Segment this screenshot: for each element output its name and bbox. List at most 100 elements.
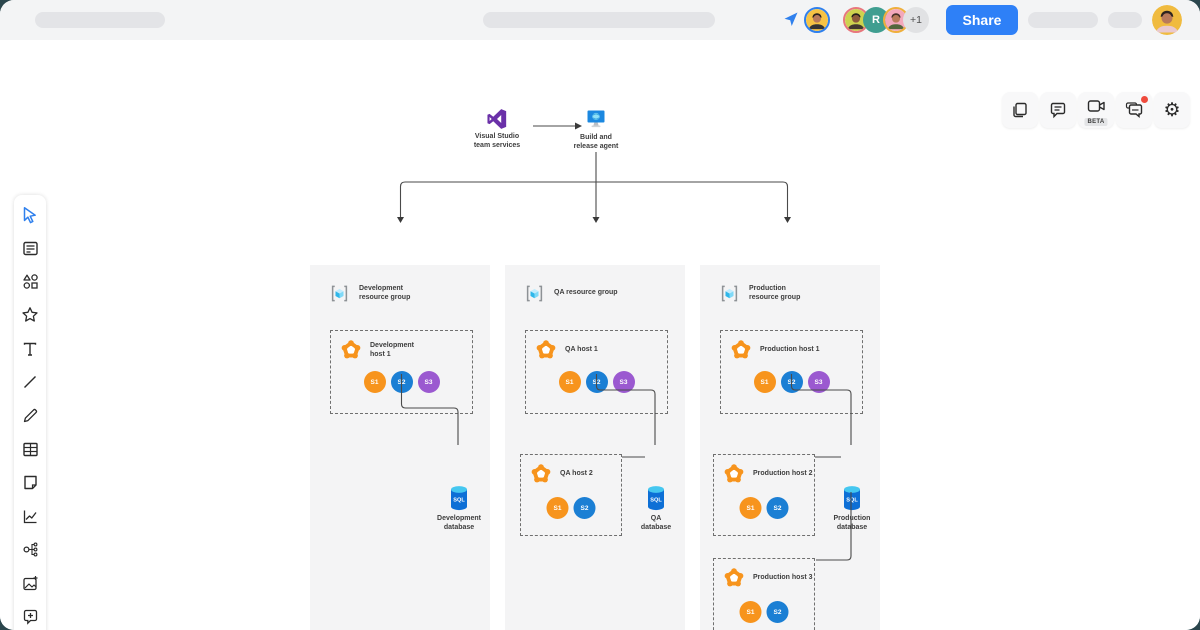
table-tool[interactable] — [17, 436, 43, 462]
sql-database-icon[interactable]: SQL — [646, 485, 666, 512]
resource-group-label: QA resource group — [554, 289, 618, 297]
star-icon — [22, 307, 38, 322]
service-row: S1 S2 S3 — [753, 371, 830, 393]
menu-placeholder-small — [1108, 12, 1142, 28]
service-circle[interactable]: S1 — [739, 601, 762, 623]
host-header: QA host 2 — [530, 462, 593, 486]
host-header: Production host 2 — [723, 462, 813, 486]
templates-tool[interactable] — [17, 235, 43, 261]
visual-studio-label: Visual Studio team services — [473, 133, 521, 150]
service-circle[interactable]: S2 — [585, 371, 608, 393]
collaborator-initial: R — [872, 14, 880, 26]
pen-tool[interactable] — [17, 403, 43, 429]
service-circle[interactable]: S3 — [612, 371, 635, 393]
document-tool[interactable] — [17, 470, 43, 496]
service-circle[interactable]: S1 — [363, 371, 386, 393]
host-label: Production host 1 — [760, 346, 820, 354]
service-circle[interactable]: S2 — [573, 497, 596, 519]
avatar[interactable] — [804, 7, 830, 33]
sql-badge: SQL — [453, 498, 465, 504]
share-button[interactable]: Share — [946, 5, 1018, 35]
current-user-avatar[interactable] — [1152, 5, 1182, 35]
comments-button[interactable] — [1040, 92, 1076, 128]
service-fabric-icon — [723, 567, 745, 589]
comment-add-tool[interactable] — [17, 604, 43, 630]
sql-database-icon[interactable]: SQL — [842, 485, 862, 512]
frames-button[interactable] — [1002, 92, 1038, 128]
service-circle[interactable]: S2 — [766, 601, 789, 623]
settings-button[interactable]: ⚙ — [1154, 92, 1190, 128]
service-row: S1 S2 — [739, 601, 789, 623]
visual-studio-icon[interactable] — [486, 108, 508, 130]
service-fabric-icon — [723, 463, 745, 485]
comment-add-icon — [23, 609, 37, 625]
frame-development-resource-group[interactable]: Development resource group Development h… — [310, 265, 490, 630]
service-fabric-icon — [340, 339, 362, 361]
service-circle[interactable]: S1 — [753, 371, 776, 393]
host-box-production-3[interactable]: Production host 3 S1 S2 — [713, 558, 815, 630]
collaborator-cursor-icon — [784, 12, 798, 26]
host-label: QA host 2 — [560, 470, 593, 478]
service-row: S1 S2 S3 — [363, 371, 440, 393]
image-upload-icon — [22, 575, 37, 590]
host-box-production-1[interactable]: Production host 1 S1 S2 S3 — [720, 330, 863, 414]
board-tools: BETA ⚙ — [1002, 92, 1190, 128]
service-row: S1 S2 S3 — [558, 371, 635, 393]
toolbar-placeholder — [483, 12, 715, 28]
mindmap-icon — [22, 542, 37, 557]
shapes-tool[interactable] — [17, 269, 43, 295]
service-circle[interactable]: S3 — [807, 371, 830, 393]
host-header: QA host 1 — [535, 338, 598, 362]
host-box-qa-1[interactable]: QA host 1 S1 S2 S3 — [525, 330, 668, 414]
build-agent-icon[interactable] — [585, 108, 607, 130]
resource-group-header: QA resource group — [524, 280, 618, 306]
chart-tool[interactable] — [17, 503, 43, 529]
service-circle[interactable]: S3 — [417, 371, 440, 393]
resource-group-icon — [524, 283, 545, 304]
text-tool[interactable] — [17, 336, 43, 362]
frame-production-resource-group[interactable]: Production resource group Production hos… — [700, 265, 880, 630]
build-agent-label: Build and release agent — [573, 134, 619, 151]
table-icon — [22, 442, 38, 456]
select-tool[interactable] — [17, 202, 43, 228]
line-tool[interactable] — [17, 369, 43, 395]
resource-group-header: Development resource group — [329, 280, 410, 306]
sql-database-icon[interactable]: SQL — [449, 485, 469, 512]
service-circle[interactable]: S2 — [766, 497, 789, 519]
chat-button[interactable] — [1116, 92, 1152, 128]
service-circle[interactable]: S1 — [739, 497, 762, 519]
video-call-button[interactable]: BETA — [1078, 92, 1114, 128]
host-label: Production host 3 — [753, 574, 813, 582]
host-box-production-2[interactable]: Production host 2 S1 S2 — [713, 454, 815, 536]
resource-group-label: Development resource group — [359, 284, 411, 301]
arrowhead — [575, 122, 582, 130]
service-fabric-icon — [530, 463, 552, 485]
host-label: QA host 1 — [565, 346, 598, 354]
sql-badge: SQL — [846, 498, 858, 504]
document-icon — [23, 475, 37, 490]
service-circle[interactable]: S1 — [546, 497, 569, 519]
avatar-overflow-badge[interactable]: +1 — [903, 7, 929, 33]
frames-icon — [1013, 102, 1027, 118]
host-header: Production host 3 — [723, 566, 813, 590]
service-fabric-icon — [535, 339, 557, 361]
database-label: Production database — [833, 515, 871, 532]
avatar[interactable] — [883, 7, 909, 33]
service-circle[interactable]: S2 — [390, 371, 413, 393]
service-row: S1 S2 — [546, 497, 596, 519]
text-icon — [23, 342, 37, 356]
board-canvas[interactable]: BETA ⚙ — [0, 40, 1200, 630]
shapes-icon — [22, 274, 38, 290]
service-circle[interactable]: S1 — [558, 371, 581, 393]
service-circle[interactable]: S2 — [780, 371, 803, 393]
share-button-label: Share — [962, 12, 1002, 28]
mindmap-tool[interactable] — [17, 537, 43, 563]
stickers-tool[interactable] — [17, 302, 43, 328]
frame-qa-resource-group[interactable]: QA resource group QA host 1 S1 S2 S3 QA … — [505, 265, 685, 630]
settings-gear-icon: ⚙ — [1163, 99, 1181, 121]
avatar-group[interactable]: R +1 — [843, 7, 929, 33]
image-upload-tool[interactable] — [17, 570, 43, 596]
host-box-qa-2[interactable]: QA host 2 S1 S2 — [520, 454, 622, 536]
menu-placeholder — [1028, 12, 1098, 28]
host-box-development-1[interactable]: Development host 1 S1 S2 S3 — [330, 330, 473, 414]
